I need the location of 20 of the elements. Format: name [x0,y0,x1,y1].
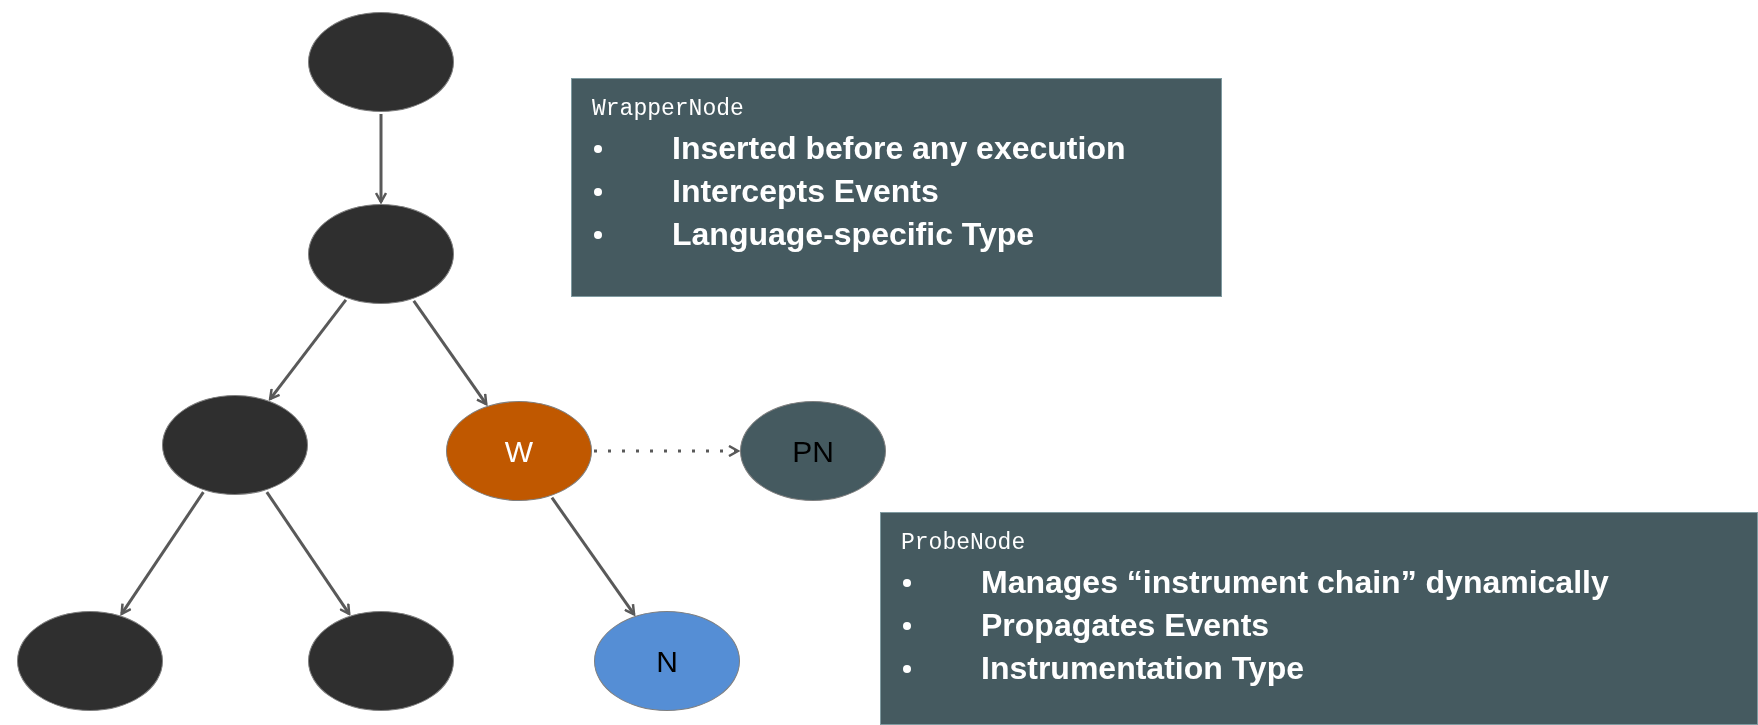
bullet-item: Intercepts Events [672,172,939,211]
bullet-item: Inserted before any execution [672,129,1126,168]
bullet-item: Language-specific Type [672,215,1035,254]
arrow [120,491,205,616]
node-label: W [504,433,534,470]
node-label: PN [792,433,834,470]
arrow [265,491,351,616]
arrow [594,444,740,458]
arrow [268,299,348,401]
info-panel [571,78,1222,297]
node-label: N [656,643,678,680]
info-panel [880,512,1758,725]
arrow [374,114,388,204]
panel-heading: WrapperNode [592,95,745,124]
bullet-item: Propagates Events [981,606,1270,645]
bullet-item: Manages “instrument chain” dynamically [981,563,1609,602]
arrow [550,496,636,616]
arrow [412,299,488,406]
bullet-item: Instrumentation Type [981,649,1304,688]
panel-heading: ProbeNode [901,529,1027,558]
